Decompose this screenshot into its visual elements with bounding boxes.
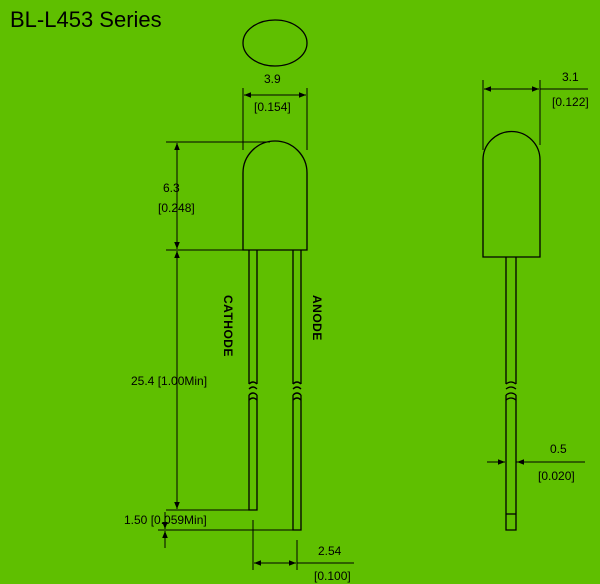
spacing-mm-label: 2.54: [318, 544, 342, 558]
width-inch-label: [0.154]: [254, 100, 291, 114]
standoff-label: 1.50 [0.059Min]: [124, 513, 207, 527]
page-title: BL-L453 Series: [10, 7, 162, 32]
lead-width-inch-label: [0.020]: [538, 469, 575, 483]
cathode-lead: [248, 250, 258, 511]
lens-height-mm-label: 6.3: [163, 181, 180, 195]
width-mm-label: 3.9: [264, 72, 281, 86]
lens-height-inch-label: [0.248]: [158, 201, 195, 215]
anode-lead: [292, 250, 302, 531]
anode-label: ANODE: [310, 295, 324, 341]
lead-length-label: 25.4 [1.00Min]: [131, 374, 207, 388]
side-lead: [505, 257, 517, 531]
front-lens-body: [242, 140, 308, 251]
cathode-label: CATHODE: [221, 295, 235, 357]
lead-width-mm-label: 0.5: [550, 442, 567, 456]
side-width-inch-label: [0.122]: [552, 95, 589, 109]
side-lens-body: [482, 130, 541, 258]
spacing-inch-label: [0.100]: [314, 569, 351, 583]
top-view-lens-outline: [242, 19, 308, 67]
side-width-mm-label: 3.1: [562, 70, 579, 84]
